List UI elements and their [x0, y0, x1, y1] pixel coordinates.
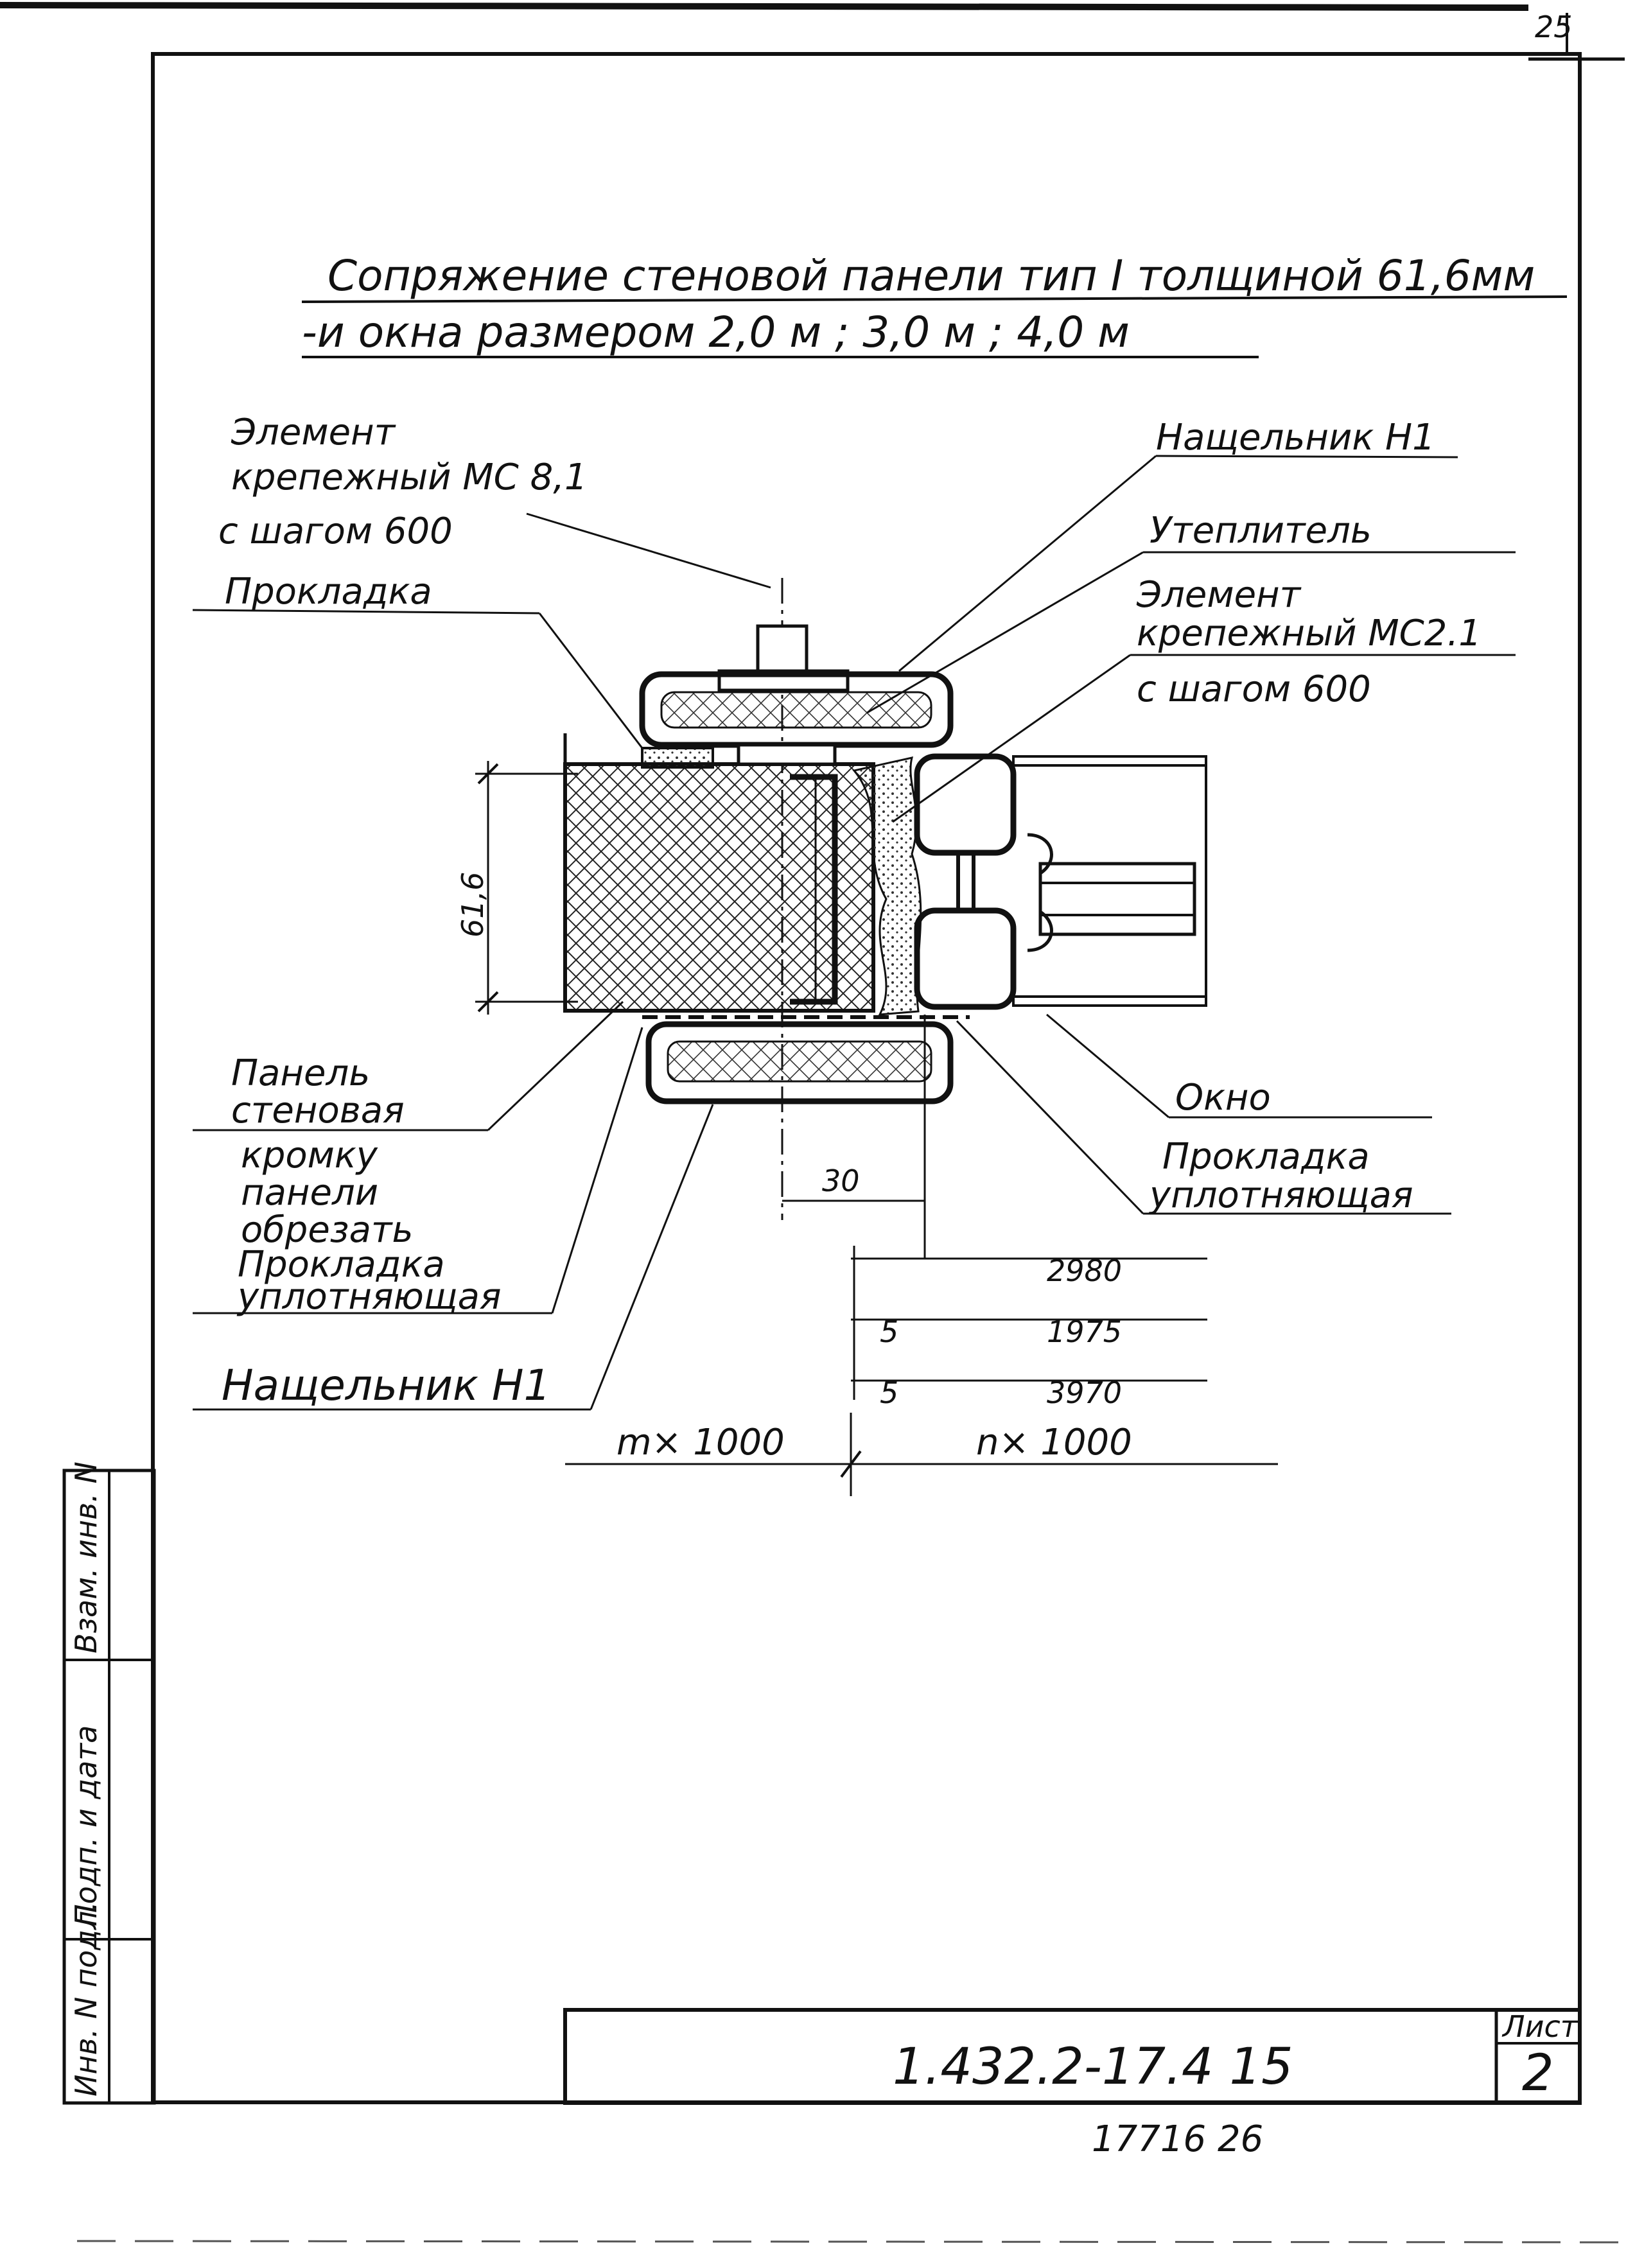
bolt-head — [756, 624, 809, 679]
batten-bottom — [645, 1021, 954, 1104]
label-trim-1: кромку — [241, 1135, 378, 1176]
dim-offset: 30 — [822, 1164, 860, 1198]
label-seal-right-1: Прокладка — [1162, 1136, 1370, 1178]
dimension-lines — [475, 761, 1278, 1496]
label-gasket-top: Прокладка — [225, 571, 432, 613]
label-fastener-mc81-3: с шагом 600 — [218, 510, 453, 552]
dim-gap-1: 5 — [880, 1314, 898, 1349]
label-seal-right-2: уплотняющая — [1148, 1174, 1413, 1216]
label-panel-2: стеновая — [231, 1090, 405, 1131]
label-window: Окно — [1175, 1077, 1271, 1119]
title-block: 1.432.2-17.4 15 Лист 2 — [563, 2008, 1582, 2105]
leader-lines — [192, 455, 1516, 1411]
label-trim-2: панели — [241, 1172, 378, 1214]
label-fastener-mc81-1: Элемент — [231, 412, 396, 453]
label-fastener-mc21-3: с шагом 600 — [1137, 668, 1371, 710]
wall-panel-section — [563, 762, 875, 1013]
label-trim-3: обрезать — [241, 1209, 414, 1251]
corner-page-number: 25 — [1535, 10, 1573, 44]
label-panel-1: Панель — [231, 1052, 370, 1094]
drawing-code: 1.432.2-17.4 15 — [893, 2038, 1293, 2096]
joint-cross-section — [563, 578, 1207, 1220]
stamp-cell-3: Инв. N подл. — [69, 1901, 103, 2097]
annotations: Элемент крепежный МС 8,1 с шагом 600 Про… — [218, 412, 1482, 1410]
stamp-cell-2: Подп. и дата — [69, 1725, 103, 1926]
label-seal-left-2: уплотняющая — [236, 1276, 502, 1318]
dim-1975: 1975 — [1047, 1314, 1122, 1349]
label-fastener-mc21-1: Элемент — [1136, 574, 1302, 616]
label-batten-top: Нащельник Н1 — [1156, 417, 1435, 458]
window-frame-profile — [914, 753, 1207, 1010]
title-line-1: Сопряжение стеновой панели тип I толщино… — [328, 251, 1535, 301]
archive-number: 17716 26 — [1092, 2118, 1263, 2160]
stamp-cell-1: Взам. инв. N — [69, 1461, 103, 1653]
dim-m-module: m× 1000 — [616, 1422, 785, 1463]
label-batten-bottom: Нащельник Н1 — [222, 1361, 550, 1410]
fastener-bracket — [790, 774, 838, 1005]
dim-3970: 3970 — [1047, 1375, 1122, 1410]
side-stamp: Взам. инв. N Подп. и дата Инв. N подл. — [62, 1461, 156, 2105]
label-fastener-mc81-2: крепежный МС 8,1 — [231, 457, 588, 498]
title-line-2: -и окна размером 2,0 м ; 3,0 м ; 4,0 м — [302, 308, 1130, 357]
dim-gap-2: 5 — [880, 1375, 898, 1410]
dim-n-module: n× 1000 — [976, 1422, 1132, 1463]
sheet-label: Лист — [1501, 2009, 1578, 2044]
dim-thickness: 61,6 — [455, 872, 490, 938]
gasket-top — [641, 747, 714, 769]
sheet-number: 2 — [1522, 2045, 1554, 2102]
label-seal-left-1: Прокладка — [238, 1244, 445, 1286]
dim-2980: 2980 — [1047, 1253, 1122, 1288]
label-fastener-mc21-2: крепежный МС2.1 — [1137, 613, 1482, 654]
label-insulation: Утеплитель — [1150, 510, 1372, 552]
drawing-title: Сопряжение стеновой панели тип I толщино… — [301, 251, 1568, 358]
